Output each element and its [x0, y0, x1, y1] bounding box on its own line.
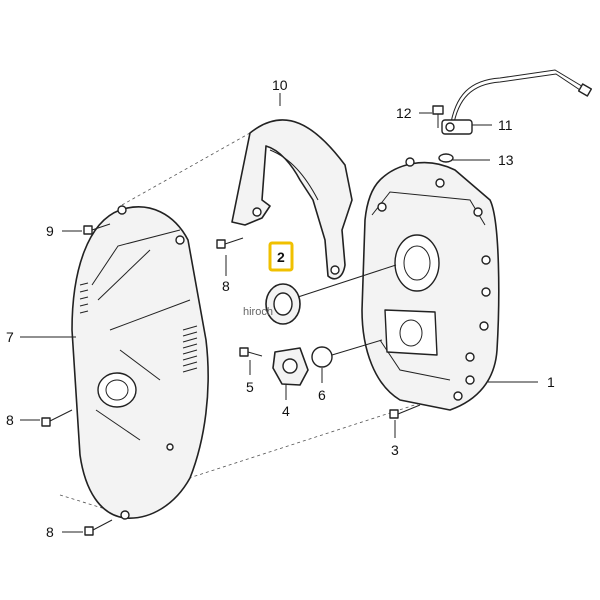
part-7-outer-cover [71, 205, 209, 520]
callout-1: 1 [547, 374, 555, 390]
callout-2-highlight-box [268, 241, 294, 272]
callout-13: 13 [498, 152, 514, 168]
callout-11: 11 [498, 117, 513, 133]
part-10-shroud [231, 119, 353, 280]
callout-7: 7 [6, 329, 14, 345]
callout-8-mid: 8 [6, 412, 14, 428]
part-2-shaft-seal [265, 264, 397, 325]
callout-10: 10 [272, 77, 288, 93]
part-9-bolt [83, 223, 111, 235]
part-8-bolt-mid [41, 409, 73, 427]
part-8-bolt-lower [84, 519, 113, 536]
callout-8-lower: 8 [46, 524, 54, 540]
case-bolt-bosses [377, 157, 491, 401]
case-port-plate [384, 309, 438, 356]
cover-boss [97, 372, 137, 408]
watermark-text: hiroch [243, 306, 273, 318]
case-bearing-bore [394, 234, 440, 292]
part-13-o-ring [438, 153, 454, 163]
part-11-sensor-cable [441, 69, 593, 135]
callout-4: 4 [282, 403, 290, 419]
part-8-bolt-upper [216, 237, 244, 249]
part-4-gasket [272, 347, 309, 386]
callout-6: 6 [318, 387, 326, 403]
part-5-bolt [239, 347, 263, 357]
callout-8-upper: 8 [222, 278, 230, 294]
part-3-bolt [389, 404, 421, 419]
part-6-o-ring [311, 339, 383, 368]
callout-leaders [20, 93, 538, 533]
callout-5: 5 [246, 379, 254, 395]
part-12-bolt [432, 105, 444, 128]
part-1-engine-case [361, 157, 500, 411]
cover-vent-slots [79, 282, 198, 373]
callout-2: 2 [277, 249, 285, 265]
callout-12: 12 [396, 105, 412, 121]
callout-9: 9 [46, 223, 54, 239]
callout-3: 3 [391, 442, 399, 458]
